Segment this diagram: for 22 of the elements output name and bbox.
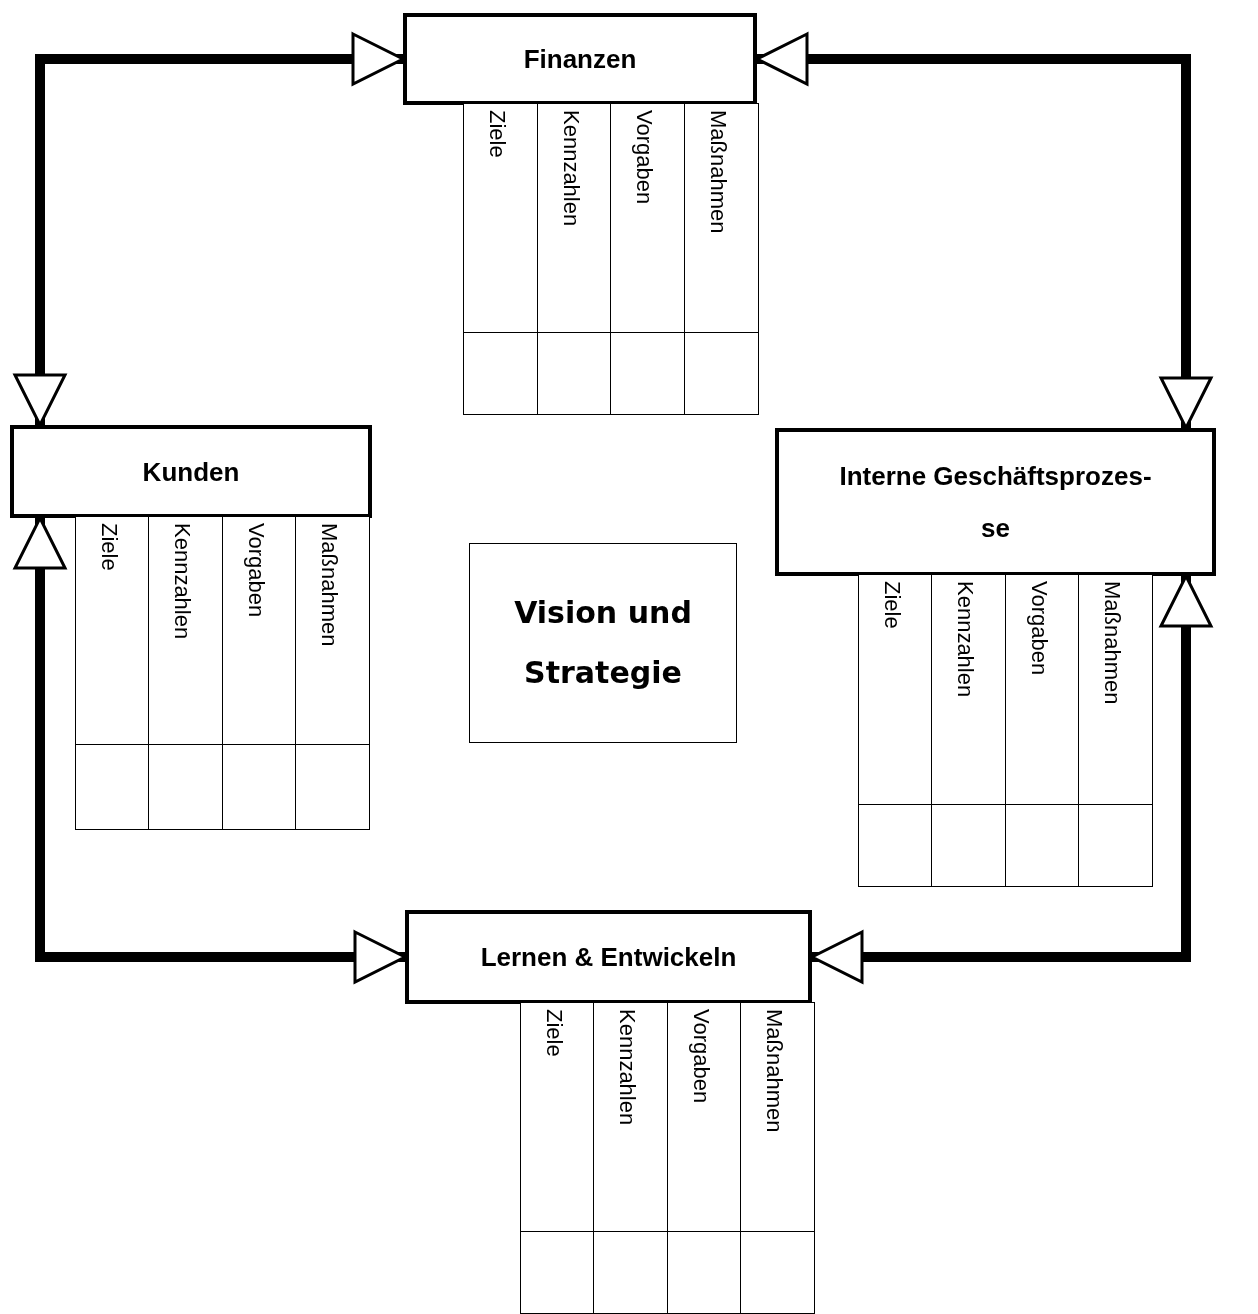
perspective-heading-box: Kunden [10,425,372,518]
double-headed-bent-arrow [13,32,405,427]
column-header: Ziele [541,1009,567,1057]
perspective-heading-box: Lernen & Entwickeln [405,910,812,1004]
column-header: Ziele [96,523,122,571]
column-header: Maßnahmen [315,523,342,647]
column-header: Vorgaben [1025,581,1052,676]
column-header: Kennzahlen [952,581,979,698]
column-header: Kennzahlen [614,1009,641,1126]
column-header: Vorgaben [687,1009,714,1104]
column-header: Kennzahlen [557,110,584,227]
column-header: Ziele [879,581,905,629]
column-header: Vorgaben [242,523,269,618]
center-box: Vision und Strategie [469,543,737,743]
perspective-heading-box: Interne Geschäftsprozes- se [775,428,1216,576]
double-headed-bent-arrow [13,516,407,984]
column-header: Maßnahmen [760,1009,787,1133]
column-header: Maßnahmen [704,110,731,234]
column-header: Maßnahmen [1098,581,1125,705]
column-header: Kennzahlen [169,523,196,640]
column-header: Ziele [484,110,510,158]
column-header: Vorgaben [631,110,657,205]
